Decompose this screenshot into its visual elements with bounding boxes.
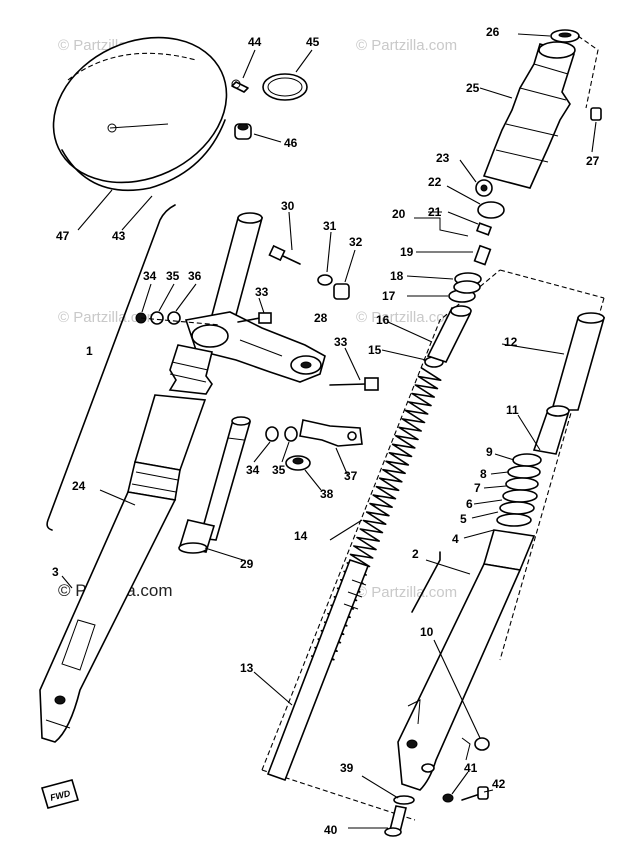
callout-6: 6 bbox=[466, 497, 473, 511]
callout-32: 32 bbox=[349, 235, 363, 249]
callout-47: 47 bbox=[56, 229, 70, 243]
callout-37: 37 bbox=[344, 469, 358, 483]
cap-26 bbox=[550, 29, 580, 43]
callout-26: 26 bbox=[486, 25, 500, 39]
inner-tube-13 bbox=[266, 558, 370, 782]
bolt-21 bbox=[475, 222, 493, 236]
callout-33-upper: 33 bbox=[255, 285, 269, 299]
bracket-37 bbox=[299, 419, 363, 447]
spacer-16 bbox=[426, 305, 472, 363]
nut-23 bbox=[475, 179, 493, 197]
callout-24: 24 bbox=[72, 479, 86, 493]
washer-39 bbox=[393, 795, 415, 805]
callout-36: 36 bbox=[188, 269, 202, 283]
left-fork-tube bbox=[206, 212, 264, 331]
callout-20: 20 bbox=[392, 207, 406, 221]
bolt-33-lower bbox=[329, 377, 379, 391]
callout-14: 14 bbox=[294, 529, 308, 543]
seal-stack-4-9 bbox=[496, 453, 542, 527]
callout-35-lower: 35 bbox=[272, 463, 286, 477]
callout-8: 8 bbox=[480, 467, 487, 481]
nut-32 bbox=[333, 283, 350, 300]
watermark-top-right: © Partzilla.com bbox=[356, 37, 457, 54]
washer-35a bbox=[150, 311, 164, 325]
callout-43: 43 bbox=[112, 229, 126, 243]
washer-31 bbox=[317, 274, 333, 286]
cap-bolt-19 bbox=[473, 244, 492, 266]
right-fork-tube-12 bbox=[550, 312, 606, 411]
under-bracket-28 bbox=[184, 311, 326, 383]
callout-31: 31 bbox=[323, 219, 337, 233]
headlight-shell bbox=[52, 36, 228, 192]
washer-22 bbox=[477, 201, 505, 219]
bracket-2 bbox=[411, 551, 441, 613]
callout-11: 11 bbox=[506, 403, 519, 417]
callout-39: 39 bbox=[340, 761, 354, 775]
callout-25: 25 bbox=[466, 81, 480, 95]
callout-28: 28 bbox=[314, 311, 328, 325]
fork-boot-25 bbox=[482, 41, 576, 189]
washer-36 bbox=[167, 311, 181, 325]
callout-5: 5 bbox=[460, 512, 467, 526]
callout-45: 45 bbox=[306, 35, 320, 49]
bolt-10 bbox=[474, 737, 490, 751]
callout-34-lower: 34 bbox=[246, 463, 260, 477]
nut-34b bbox=[265, 426, 279, 442]
callout-23: 23 bbox=[436, 151, 450, 165]
callout-44: 44 bbox=[248, 35, 262, 49]
callout-46: 46 bbox=[284, 136, 298, 150]
callout-10: 10 bbox=[420, 625, 434, 639]
callout-38: 38 bbox=[320, 487, 334, 501]
fwd-label: FWD bbox=[49, 788, 72, 803]
callout-7: 7 bbox=[474, 481, 481, 495]
callout-19: 19 bbox=[400, 245, 414, 259]
grommet-38 bbox=[285, 455, 311, 471]
washer-35b bbox=[284, 426, 298, 442]
callout-4: 4 bbox=[452, 532, 459, 546]
callout-18: 18 bbox=[390, 269, 404, 283]
callout-33-lower: 33 bbox=[334, 335, 348, 349]
callout-42: 42 bbox=[492, 777, 506, 791]
watermark-mid-right: © Partzilla.com bbox=[356, 309, 457, 326]
callout-9: 9 bbox=[486, 445, 493, 459]
callout-35-upper: 35 bbox=[166, 269, 180, 283]
bolt-30 bbox=[268, 244, 301, 265]
fwd-badge: FWD bbox=[40, 779, 80, 809]
drain-bolt-40 bbox=[384, 805, 407, 837]
callout-30: 30 bbox=[281, 199, 295, 213]
callout-41: 41 bbox=[464, 761, 478, 775]
watermark-mid-left: © Partzilla.com bbox=[58, 309, 159, 326]
damper-rod-29 bbox=[178, 416, 252, 554]
screw-27 bbox=[590, 107, 602, 121]
right-outer-tube bbox=[397, 529, 536, 791]
bolt-33-upper bbox=[237, 312, 272, 324]
callout-34-upper: 34 bbox=[143, 269, 157, 283]
callout-12: 12 bbox=[504, 335, 518, 349]
bolt-42 bbox=[461, 786, 489, 801]
left-outer-tube bbox=[39, 394, 207, 743]
callout-3: 3 bbox=[52, 565, 59, 579]
callout-21: 21 bbox=[428, 205, 442, 219]
callout-2: 2 bbox=[412, 547, 419, 561]
bracket-1 bbox=[46, 204, 176, 531]
callout-16: 16 bbox=[376, 313, 390, 327]
washer-41 bbox=[442, 793, 454, 803]
dust-boot-24 bbox=[168, 344, 213, 395]
callout-13: 13 bbox=[240, 661, 254, 675]
callout-17: 17 bbox=[382, 289, 396, 303]
callout-1: 1 bbox=[86, 344, 93, 358]
screw-44 bbox=[231, 79, 249, 93]
watermark-lower-right: © Partzilla.com bbox=[356, 584, 457, 601]
o-ring-18 bbox=[453, 272, 482, 294]
grommet-46 bbox=[234, 123, 252, 140]
callout-labels: 44 45 46 47 43 30 31 32 34 35 36 33 28 3… bbox=[52, 25, 600, 837]
callout-27: 27 bbox=[586, 154, 600, 168]
callout-15: 15 bbox=[368, 343, 382, 357]
callout-40: 40 bbox=[324, 823, 338, 837]
callout-22: 22 bbox=[428, 175, 442, 189]
seal-11 bbox=[532, 405, 570, 455]
callout-29: 29 bbox=[240, 557, 254, 571]
